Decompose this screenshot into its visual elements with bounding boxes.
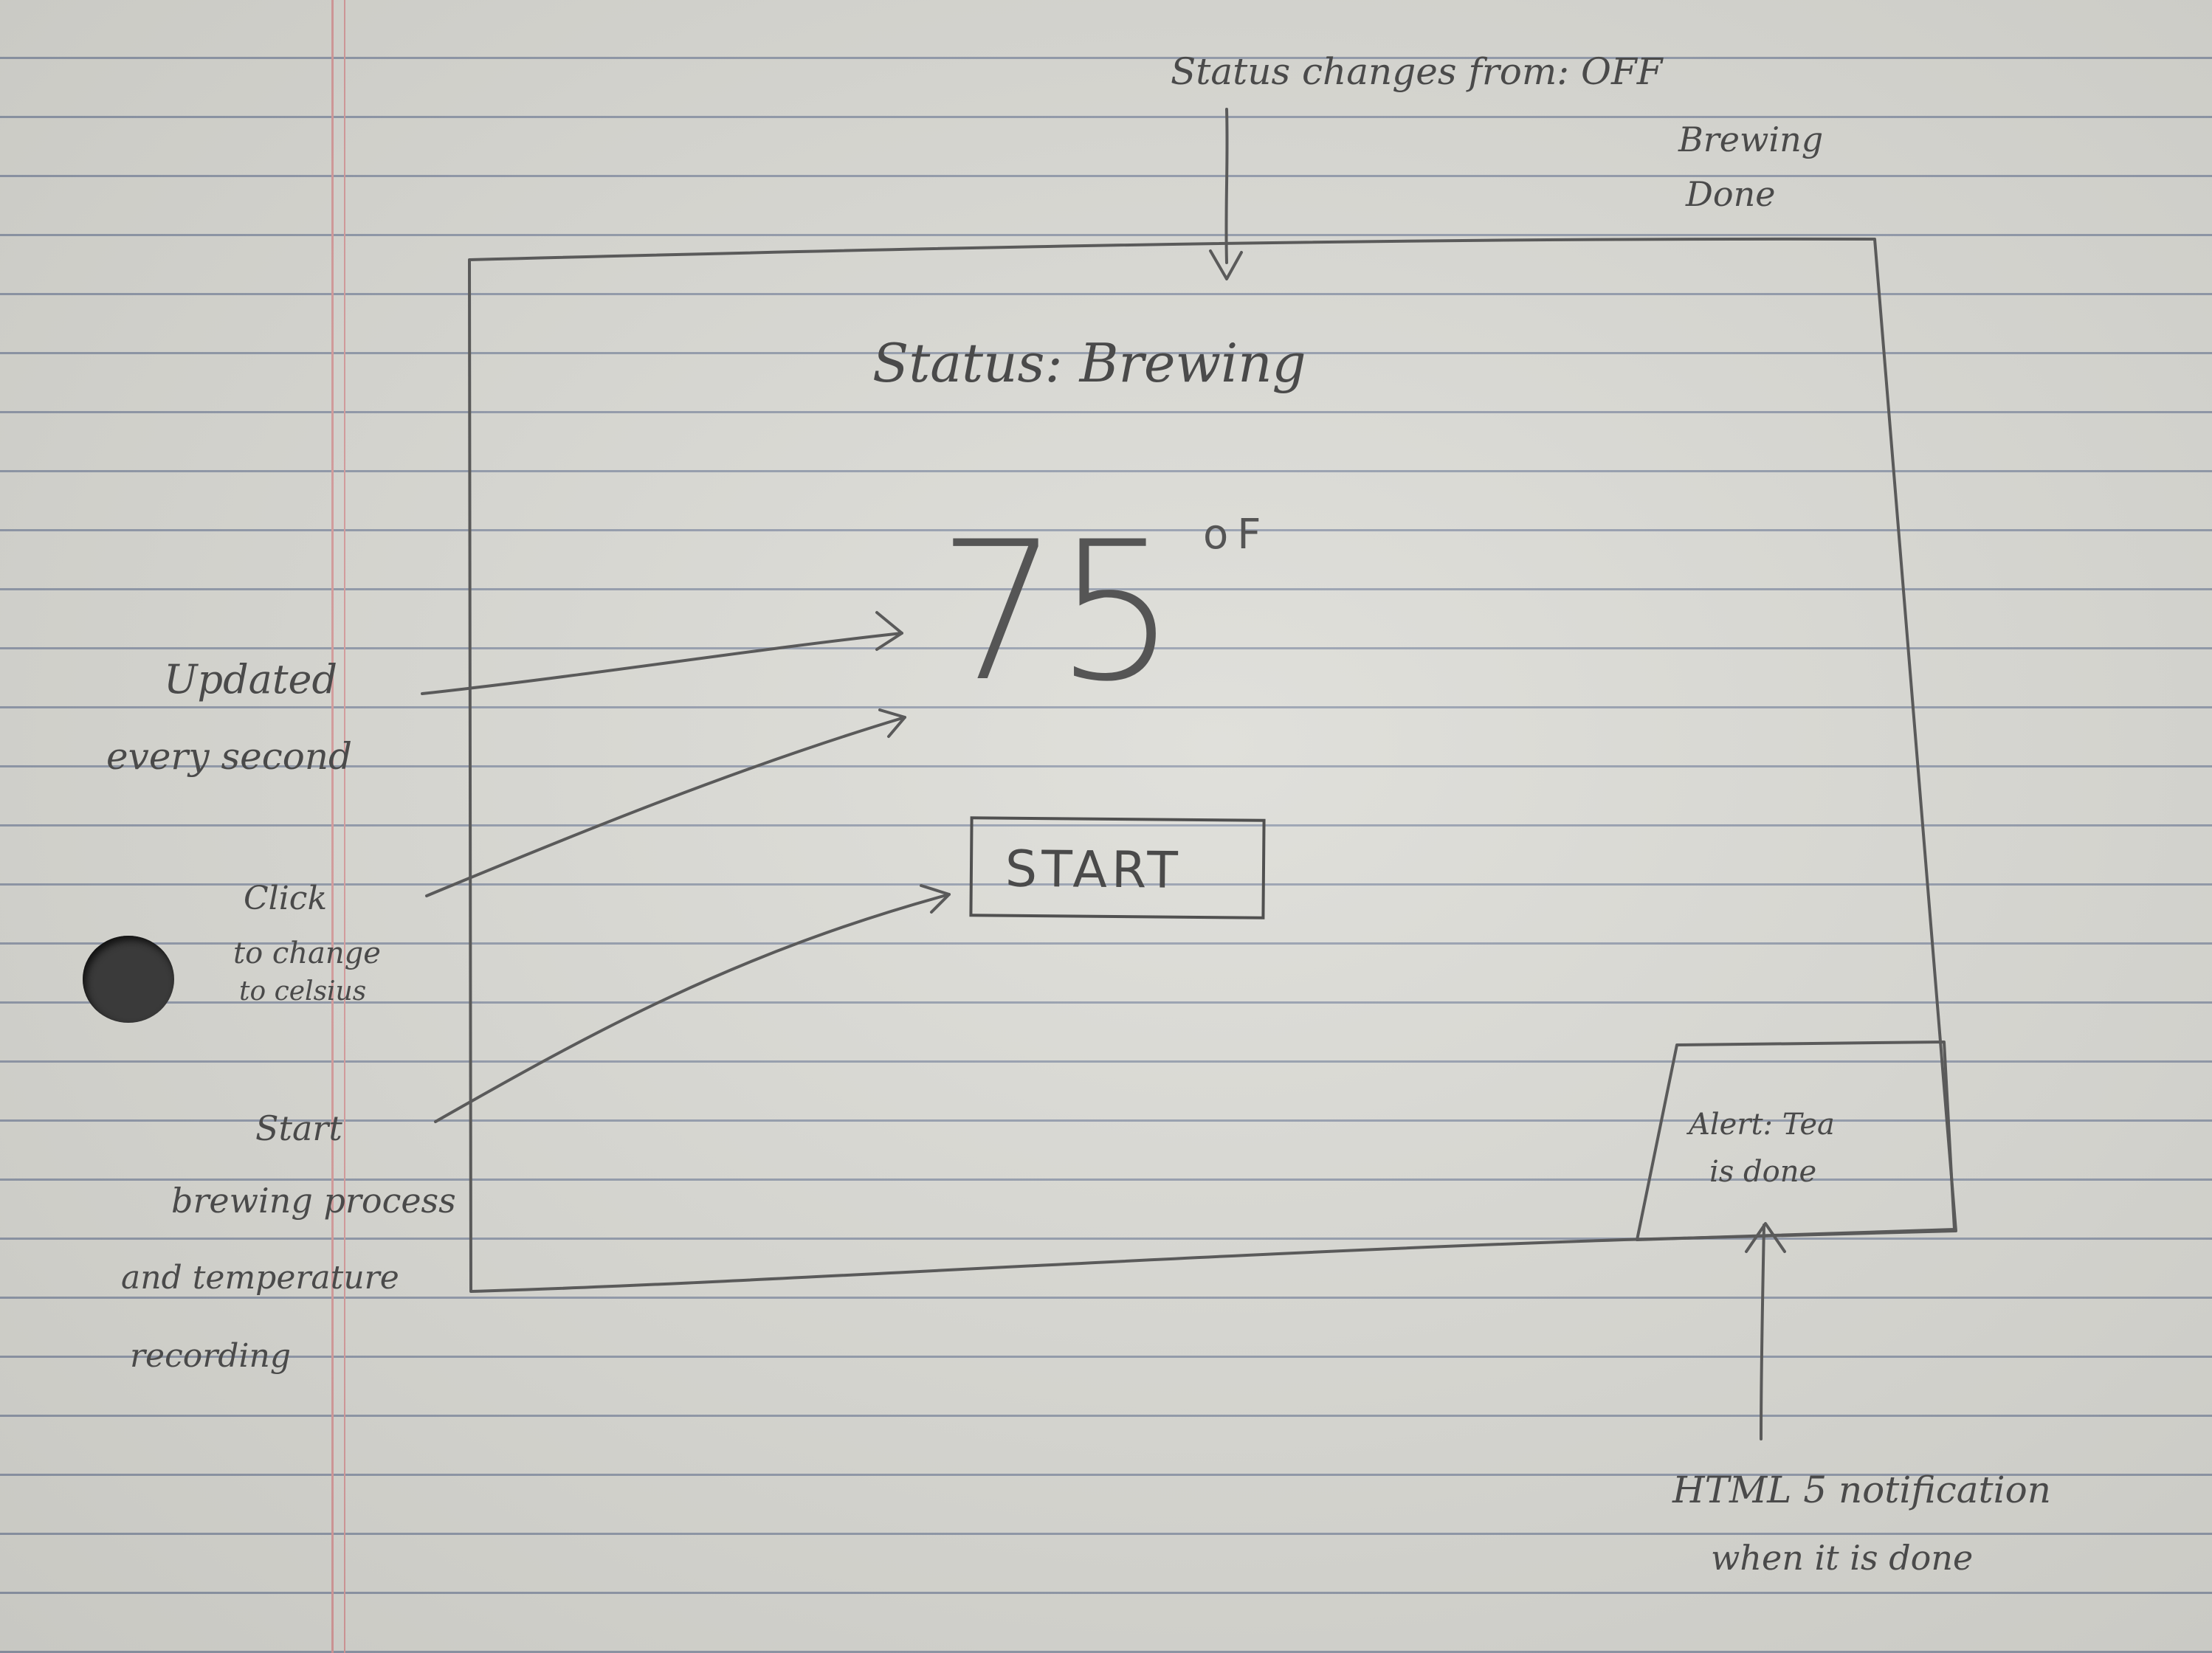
start-note-line-2: brewing process: [171, 1181, 456, 1221]
binder-hole: [83, 936, 174, 1023]
start-note-line-4: recording: [130, 1337, 291, 1375]
alert-arrowhead: [1745, 1222, 1786, 1253]
status-value: Brewing: [1079, 332, 1306, 394]
unit-arrowhead: [878, 708, 906, 738]
alert-line-1: Alert: Tea: [1689, 1108, 1835, 1142]
start-button-label: START: [1005, 840, 1183, 900]
app-frame: [468, 237, 1957, 1293]
status-label: Status: [872, 332, 1045, 394]
temp-arrowhead: [875, 611, 903, 651]
status-note-line-2: Brewing: [1678, 120, 1824, 159]
alert-arrow: [1760, 1224, 1765, 1440]
temp-arrow: [421, 632, 903, 695]
temperature-unit-toggle[interactable]: oF: [1203, 511, 1270, 559]
temperature-value: 75: [937, 501, 1177, 724]
alert-box-outline: [1636, 1041, 1956, 1241]
start-button[interactable]: START: [969, 816, 1266, 919]
alert-line-2: is done: [1709, 1155, 1817, 1189]
start-arrowhead: [920, 884, 951, 914]
alert-note-line-1: HTML 5 notification: [1672, 1469, 2051, 1511]
alert-note-line-2: when it is done: [1711, 1538, 1974, 1578]
status-display: Status: Brewing: [872, 337, 1306, 390]
unit-note-line-1: Click: [244, 880, 328, 917]
unit-note-line-3: to celsius: [239, 976, 367, 1007]
alert-notification: Alert: Tea is done: [1637, 1042, 1947, 1237]
status-separator: :: [1044, 332, 1080, 394]
status-arrow: [1224, 108, 1229, 264]
unit-note-line-2: to change: [233, 936, 381, 970]
unit-arrow: [425, 716, 906, 897]
temp-note-line-2: every second: [106, 735, 353, 778]
start-note-line-3: and temperature: [121, 1259, 399, 1297]
start-note-line-1: Start: [255, 1108, 342, 1148]
temp-note-line-1: Updated: [164, 656, 338, 703]
status-note-line-1: Status changes from: OFF: [1171, 50, 1663, 93]
start-arrow: [434, 893, 951, 1123]
status-arrowhead: [1209, 249, 1243, 280]
status-note-line-3: Done: [1686, 174, 1776, 214]
